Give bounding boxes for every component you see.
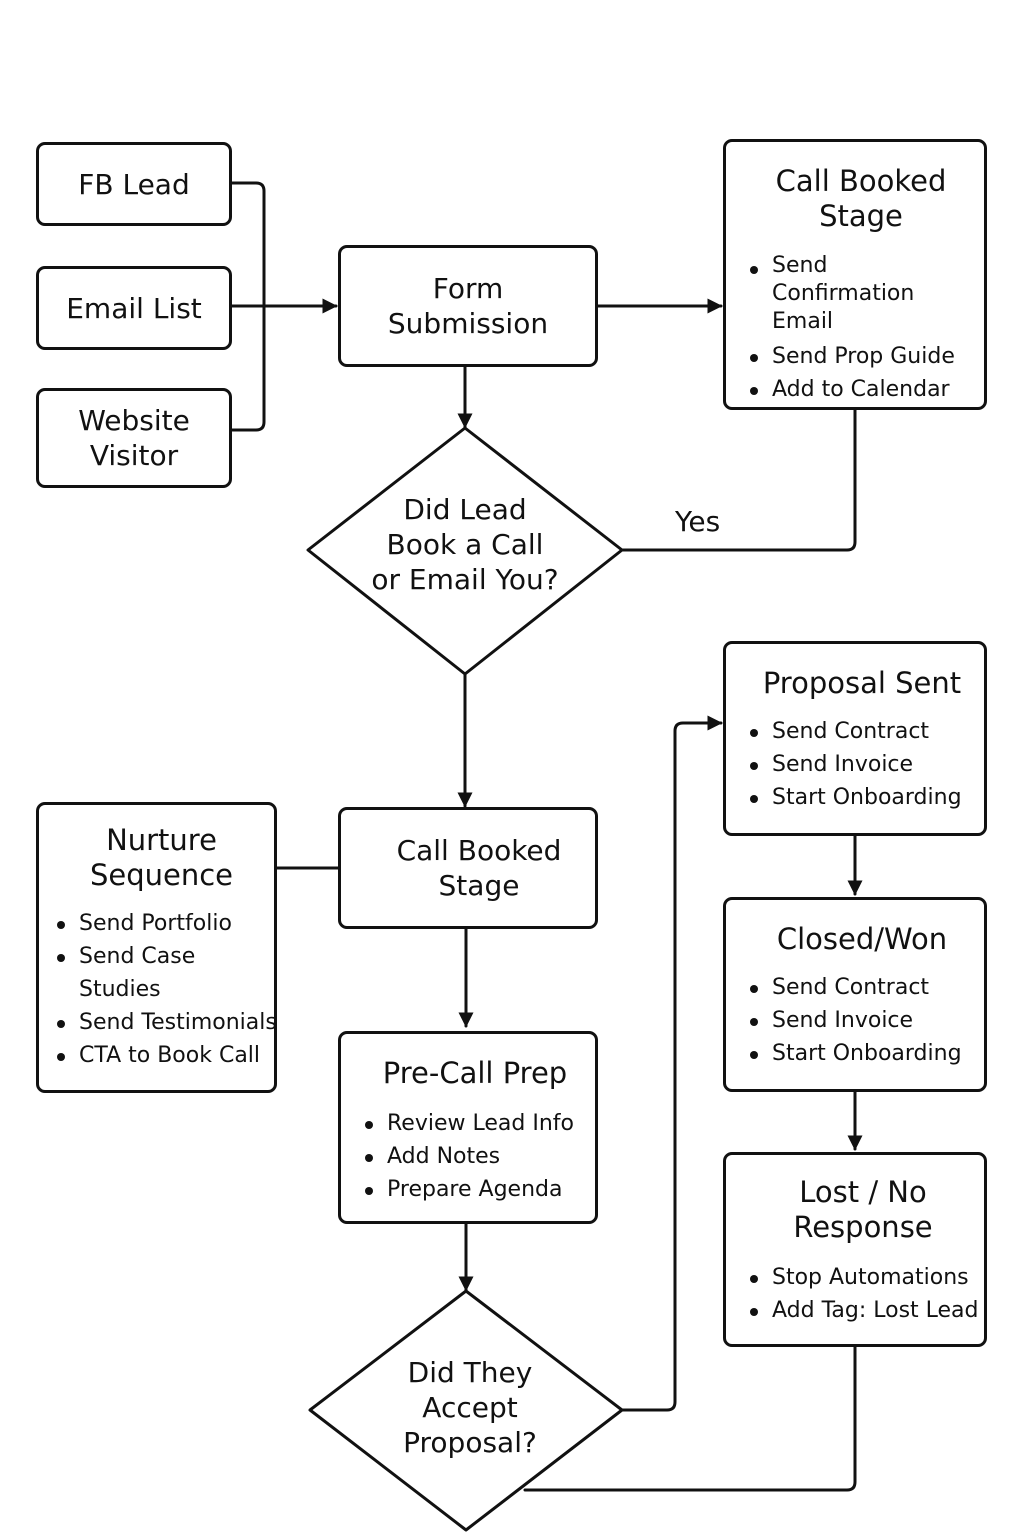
list-item: Prepare Agenda [361, 1173, 589, 1206]
decision-diamond-call [306, 426, 624, 676]
closed-won-title: Closed/Won [776, 922, 948, 956]
closed-won-box: Closed/Won Send Contract Send Invoice St… [723, 897, 987, 1092]
nurture-title: Nurture Sequence [89, 823, 234, 892]
list-item: Add to Calendar [746, 373, 976, 406]
list-item: Send Confirmation Email [746, 252, 976, 336]
list-item: Review Lead Info [361, 1107, 589, 1140]
connector-decision-to-proposal [620, 715, 723, 1412]
list-item: Send Prop Guide [746, 340, 976, 373]
list-item: Add Tag: Lost Lead [746, 1294, 980, 1327]
list-item: Start Onboarding [746, 1037, 978, 1070]
nurture-list: Send Portfolio Send Case Studies Send Te… [53, 907, 277, 1072]
list-item: Send Portfolio [53, 907, 270, 940]
source-fb-lead: FB Lead [36, 142, 232, 226]
list-item: Send Contract [746, 715, 978, 748]
pre-call-list: Review Lead Info Add Notes Prepare Agend… [361, 1107, 589, 1206]
closed-won-list: Send Contract Send Invoice Start Onboard… [746, 971, 978, 1070]
lost-list: Stop Automations Add Tag: Lost Lead [746, 1261, 980, 1327]
form-submission-box: Form Submission [338, 245, 598, 367]
decision-proposal-text: Did They Accept Proposal? [403, 1356, 537, 1459]
call-booked-top-list: Send Confirmation Email Send Prop Guide … [746, 252, 976, 406]
proposal-sent-box: Proposal Sent Send Contract Send Invoice… [723, 641, 987, 836]
call-booked-stage-mid: Call Booked Stage [338, 807, 598, 929]
call-booked-mid-label: Call Booked Stage [396, 834, 562, 902]
nurture-sequence-box: Nurture Sequence Send Portfolio Send Cas… [36, 802, 277, 1093]
pre-call-title: Pre-Call Prep [382, 1056, 568, 1090]
list-item: Send Testimonials [53, 1006, 277, 1039]
list-item: Send Case Studies [53, 940, 270, 1006]
pre-call-prep-box: Pre-Call Prep Review Lead Info Add Notes… [338, 1031, 598, 1224]
source-website-visitor-label: Website Visitor [78, 404, 190, 472]
lost-no-response-box: Lost / No Response Stop Automations Add … [723, 1152, 987, 1347]
list-item: Start Onboarding [746, 781, 978, 814]
decision-diamond-proposal [308, 1289, 624, 1532]
connector-yes [620, 408, 857, 552]
list-item: Send Contract [746, 971, 978, 1004]
decision-call-text: Did Lead Book a Call or Email You? [371, 493, 559, 596]
lost-title: Lost / No Response [793, 1175, 933, 1244]
yes-label: Yes [675, 505, 721, 538]
form-submission-label: Form Submission [387, 272, 549, 340]
list-item: Add Notes [361, 1140, 589, 1173]
list-item: CTA to Book Call [53, 1039, 270, 1072]
list-item: Stop Automations [746, 1261, 980, 1294]
proposal-sent-list: Send Contract Send Invoice Start Onboard… [746, 715, 978, 814]
list-item: Send Invoice [746, 1004, 978, 1037]
source-fb-lead-label: FB Lead [78, 167, 190, 201]
call-booked-stage-top: Call Booked Stage Send Confirmation Emai… [723, 139, 987, 410]
connector-lost-to-decision [523, 1345, 857, 1492]
source-email-list: Email List [36, 266, 232, 350]
proposal-sent-title: Proposal Sent [762, 666, 962, 700]
source-website-visitor: Website Visitor [36, 388, 232, 488]
call-booked-top-title: Call Booked Stage [775, 164, 947, 233]
list-item: Send Invoice [746, 748, 978, 781]
source-email-list-label: Email List [66, 291, 202, 325]
